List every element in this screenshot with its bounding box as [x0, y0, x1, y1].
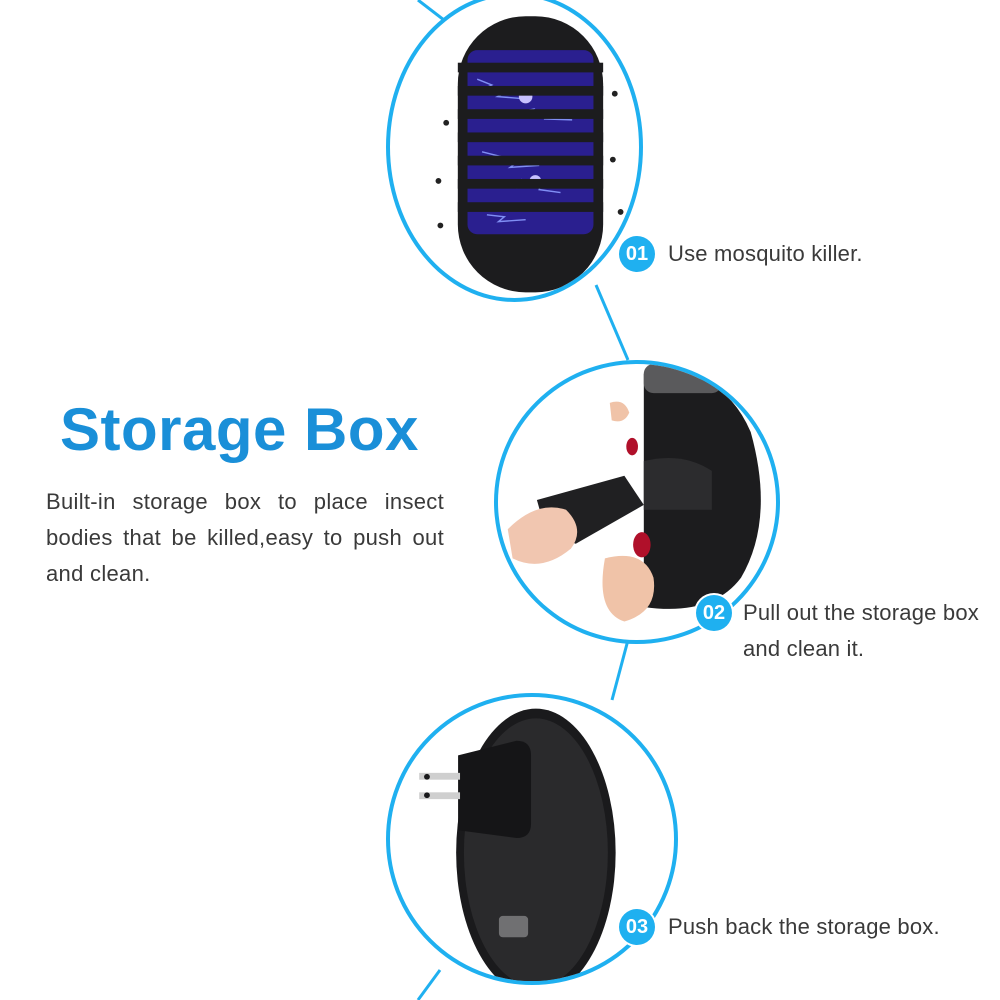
step-3-number-badge: 03: [619, 909, 655, 945]
step-1-number-badge: 01: [619, 236, 655, 272]
step-2-image: [494, 360, 780, 644]
mosquito-killer-lit-illustration: [435, 16, 624, 293]
storage-box-removal-illustration: [507, 364, 761, 622]
feature-description: Built-in storage box to place insect bod…: [46, 489, 444, 586]
step-1-image: [386, 0, 643, 302]
mosquito-killer-plug-illustration: [419, 708, 616, 981]
page-title: Storage Box: [60, 396, 419, 463]
step-2-number-badge: 02: [696, 595, 732, 631]
step-2-text: Pull out the storage box and clean it.: [743, 600, 979, 661]
step-1-text: Use mosquito killer.: [668, 241, 863, 266]
step-3-text: Push back the storage box.: [668, 914, 940, 939]
